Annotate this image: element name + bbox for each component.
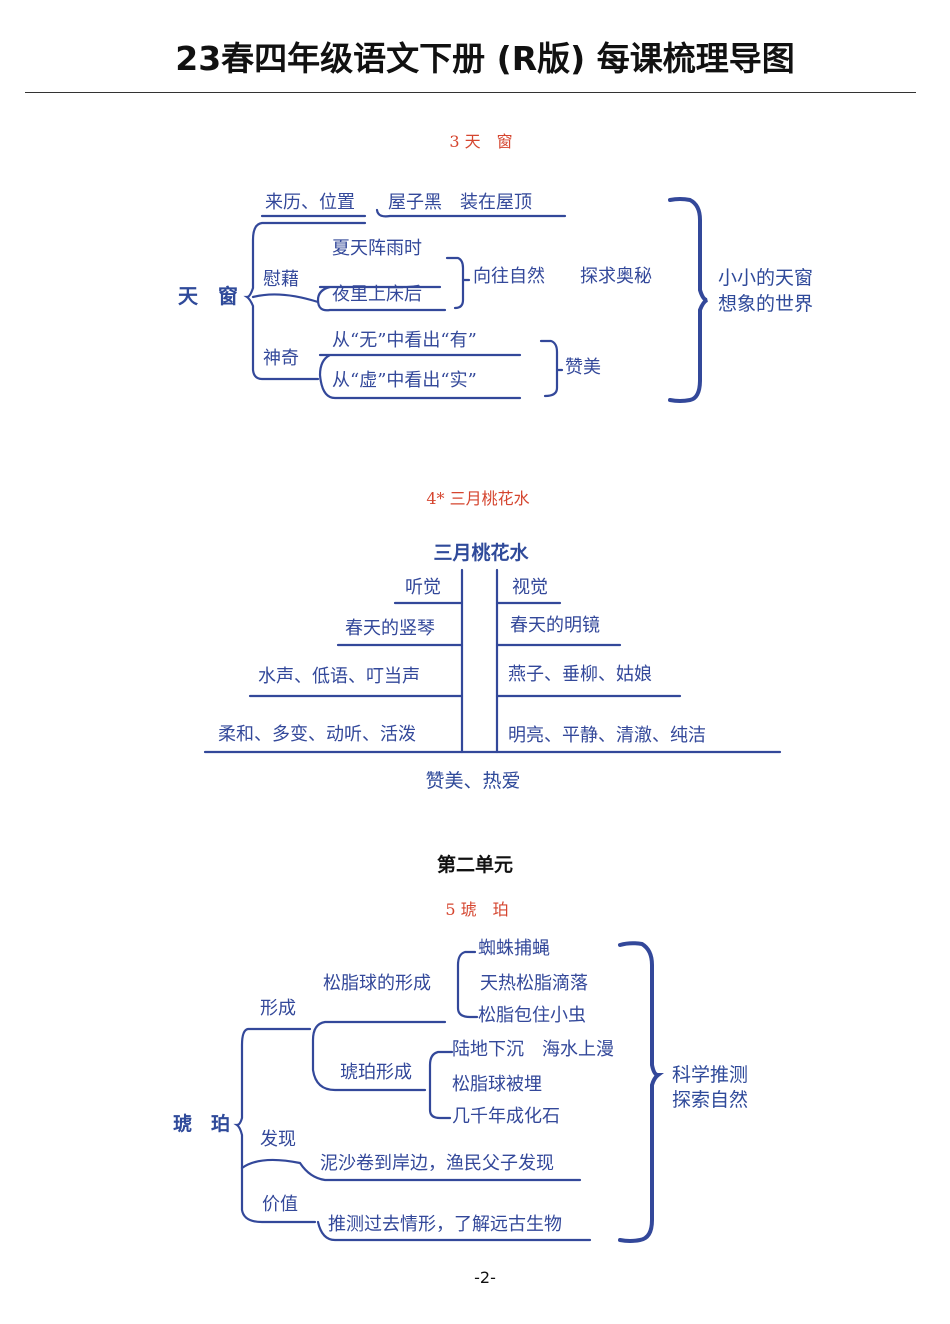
lesson4-right-0: 视觉 bbox=[512, 577, 548, 598]
lesson5-amber-item-0: 陆地下沉 海水上漫 bbox=[452, 1039, 614, 1060]
lesson5-resin-item-1: 天热松脂滴落 bbox=[480, 973, 588, 994]
lesson5-resin-item-2: 松脂包住小虫 bbox=[478, 1005, 586, 1026]
lesson3-title: 3 天 窗 bbox=[449, 132, 513, 151]
lesson5-title: 5 琥 珀 bbox=[445, 900, 509, 919]
lesson5-summary-2: 探索自然 bbox=[672, 1089, 749, 1111]
lesson5-branch-formation: 形成 bbox=[260, 998, 296, 1019]
lesson4-left-1: 春天的竖琴 bbox=[345, 618, 435, 639]
lesson5-branch-discovery: 发现 bbox=[260, 1129, 296, 1150]
lesson4-right-3: 明亮、平静、清澈、纯洁 bbox=[508, 725, 706, 746]
lesson3-comfort-b: 夜里上床后 bbox=[332, 284, 422, 305]
lesson5-amber-item-1: 松脂球被埋 bbox=[452, 1074, 542, 1095]
lesson4-left-2: 水声、低语、叮当声 bbox=[258, 666, 420, 687]
lesson3-branch-origin: 来历、位置 bbox=[265, 192, 355, 213]
lesson4-title: 4* 三月桃花水 bbox=[426, 489, 530, 508]
lesson3-summary-1: 小小的天窗 bbox=[718, 267, 814, 289]
page-title: 23春四年级语文下册 (R版) 每课梳理导图 bbox=[175, 39, 795, 78]
lesson3-branch-magic: 神奇 bbox=[263, 348, 299, 369]
lesson5-discovery-detail: 泥沙卷到岸边，渔民父子发现 bbox=[320, 1153, 554, 1174]
lesson5-summary-1: 科学推测 bbox=[672, 1064, 749, 1086]
unit-heading: 第二单元 bbox=[436, 854, 514, 876]
lesson3-root: 天 窗 bbox=[178, 284, 238, 308]
lesson3-summary-2: 想象的世界 bbox=[718, 293, 814, 315]
lesson4-right-1: 春天的明镜 bbox=[510, 615, 600, 636]
lesson4-right-2: 燕子、垂柳、姑娘 bbox=[508, 664, 652, 685]
lesson4-left-3: 柔和、多变、动听、活泼 bbox=[218, 724, 416, 745]
lesson3-magic-a: 从“无”中看出“有” bbox=[332, 330, 477, 351]
lesson4-left-0: 听觉 bbox=[405, 577, 441, 598]
lesson5-value-detail: 推测过去情形，了解远古生物 bbox=[328, 1214, 562, 1235]
lesson3-branch-origin-detail: 屋子黑 装在屋顶 bbox=[388, 192, 532, 213]
lesson3-comfort-result1: 向往自然 bbox=[473, 266, 545, 287]
lesson3-branch-comfort: 慰藉 bbox=[263, 269, 299, 290]
lesson5-resin-item-0: 蜘蛛捕蝇 bbox=[478, 938, 550, 959]
page-number: -2- bbox=[474, 1268, 496, 1287]
lesson3-comfort-a: 夏天阵雨时 bbox=[332, 238, 422, 259]
lesson3-magic-b: 从“虚”中看出“实” bbox=[332, 370, 477, 391]
lesson4-summary: 赞美、热爱 bbox=[425, 770, 521, 792]
lesson5-amber-item-2: 几千年成化石 bbox=[452, 1106, 560, 1127]
lesson3-magic-result: 赞美 bbox=[565, 357, 601, 378]
lesson5-root: 琥 珀 bbox=[173, 1113, 231, 1135]
lesson5-resin-ball-formation: 松脂球的形成 bbox=[323, 973, 431, 994]
header-divider bbox=[25, 92, 916, 93]
lesson4-root: 三月桃花水 bbox=[433, 542, 529, 564]
lesson5-amber-formation: 琥珀形成 bbox=[340, 1062, 412, 1083]
lesson3-comfort-result2: 探求奥秘 bbox=[580, 266, 652, 287]
lesson5-branch-value: 价值 bbox=[262, 1194, 298, 1215]
